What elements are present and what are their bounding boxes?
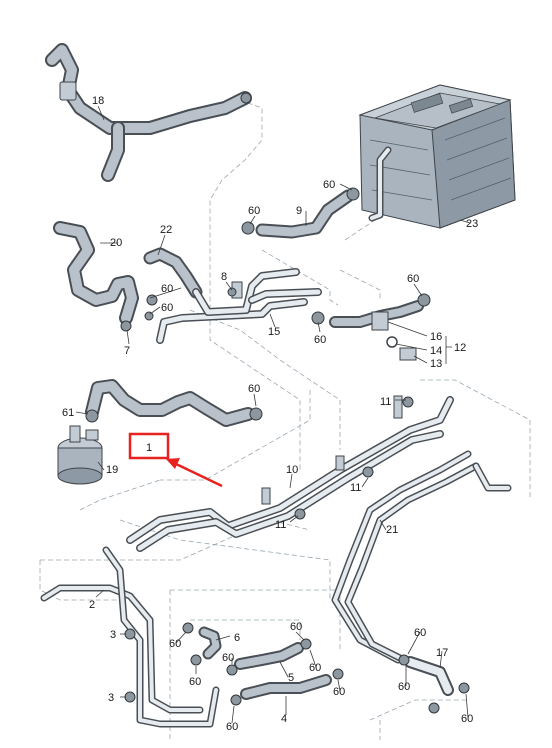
callout-60: 60 [226,721,238,733]
callout-5: 5 [288,672,294,684]
callout-20: 20 [110,237,122,249]
callout-1: 1 [146,442,152,454]
callout-60: 60 [161,283,173,295]
callout-7: 7 [124,345,130,357]
callout-12: 12 [454,342,466,354]
hose-5 [234,642,304,670]
hose-4 [240,674,332,700]
hose-6 [198,626,222,660]
callout-60: 60 [333,686,345,698]
callout-22: 22 [160,224,172,236]
callout-60: 60 [290,621,302,633]
pipe-set-21 [331,450,512,666]
callout-60: 60 [248,205,260,217]
callout-6: 6 [234,632,240,644]
callout-4: 4 [281,713,287,725]
callout-16: 16 [430,331,442,343]
highlight-arrow [173,461,223,488]
callout-60: 60 [414,627,426,639]
callout-labels: 1 2 3 3 4 5 6 7 8 9 10 11 11 11 12 13 14… [62,95,478,733]
hose-group-12 [329,300,424,361]
pipe-assembly-15 [156,268,322,344]
power-electronics-unit [358,84,516,229]
assembly-guide-lines [39,99,531,740]
callout-60: 60 [461,713,473,725]
highlight-arrowhead [166,458,180,469]
callout-23: 23 [466,218,478,230]
callout-19: 19 [106,464,118,476]
callout-11: 11 [350,482,361,494]
callout-60: 60 [309,662,321,674]
callout-60: 60 [169,638,181,650]
callout-60: 60 [407,273,419,285]
callout-11: 11 [275,519,286,531]
hose-1 [85,379,255,427]
callout-60: 60 [398,681,410,693]
callout-2: 2 [89,599,95,611]
leader-lines [75,105,471,724]
callout-17: 17 [436,647,448,659]
highlight-marker [128,432,223,488]
coolant-pump-19 [57,425,103,485]
callout-60: 60 [323,179,335,191]
highlight-box [128,432,170,460]
callout-60: 60 [161,302,173,314]
callout-61: 61 [62,407,74,419]
callout-11: 11 [380,396,391,408]
hose-22 [143,247,203,299]
callout-3: 3 [108,692,114,704]
hose-9 [255,189,355,239]
hose-18 [45,43,252,182]
callout-3: 3 [110,629,116,641]
pipe-set-2 [40,546,220,728]
hose-20 [53,221,139,325]
callout-60: 60 [248,383,260,395]
callout-10: 10 [286,464,298,476]
callout-60: 60 [314,334,326,346]
callout-60: 60 [189,676,201,688]
callout-60: 60 [222,652,234,664]
callout-18: 18 [92,95,104,107]
callout-9: 9 [296,205,302,217]
callout-8: 8 [221,271,227,283]
callout-21: 21 [386,524,398,536]
callout-13: 13 [430,358,442,370]
pipe-set-10 [126,395,454,552]
connector-17 [404,656,454,696]
callout-14: 14 [430,345,442,357]
callout-15: 15 [268,326,280,338]
